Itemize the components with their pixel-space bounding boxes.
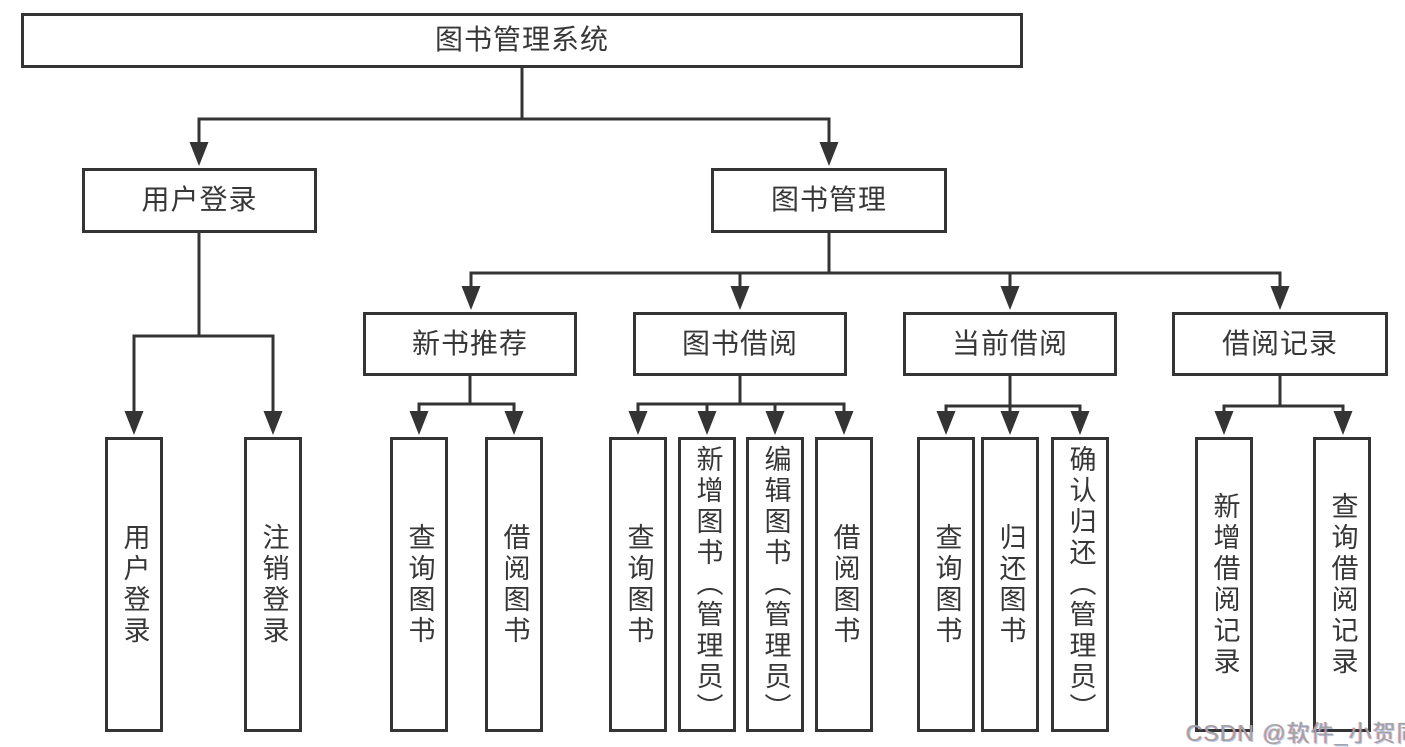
leaf-records-add-borrow-record: 新增借阅记录 — [1195, 437, 1253, 732]
leaf-recommend-query-books: 查询图书 — [390, 437, 448, 732]
leaf-borrow-edit-books-admin: 编辑图书（管理员） — [746, 437, 804, 732]
node-book-borrow: 图书借阅 — [633, 312, 847, 376]
node-user-login: 用户登录 — [82, 168, 317, 233]
node-new-book-recommend: 新书推荐 — [363, 312, 577, 376]
node-root: 图书管理系统 — [21, 13, 1023, 68]
leaf-borrow-add-books-admin: 新增图书（管理员） — [678, 437, 736, 732]
leaf-current-confirm-return-admin: 确认归还（管理员） — [1051, 437, 1109, 732]
csdn-watermark: CSDN @软件_小贺同学 — [1186, 720, 1405, 746]
leaf-borrow-query-books: 查询图书 — [609, 437, 667, 732]
node-book-management: 图书管理 — [711, 168, 947, 233]
leaf-borrow-borrow-books: 借阅图书 — [815, 437, 873, 732]
node-current-borrow: 当前借阅 — [903, 312, 1117, 376]
leaf-records-query-borrow-record: 查询借阅记录 — [1313, 437, 1371, 732]
leaf-user-login: 用户登录 — [105, 437, 163, 732]
leaf-recommend-borrow-books: 借阅图书 — [485, 437, 543, 732]
leaf-current-query-books: 查询图书 — [917, 437, 975, 732]
leaf-logout: 注销登录 — [244, 437, 302, 732]
node-borrow-records: 借阅记录 — [1172, 312, 1388, 376]
leaf-current-return-books: 归还图书 — [981, 437, 1039, 732]
